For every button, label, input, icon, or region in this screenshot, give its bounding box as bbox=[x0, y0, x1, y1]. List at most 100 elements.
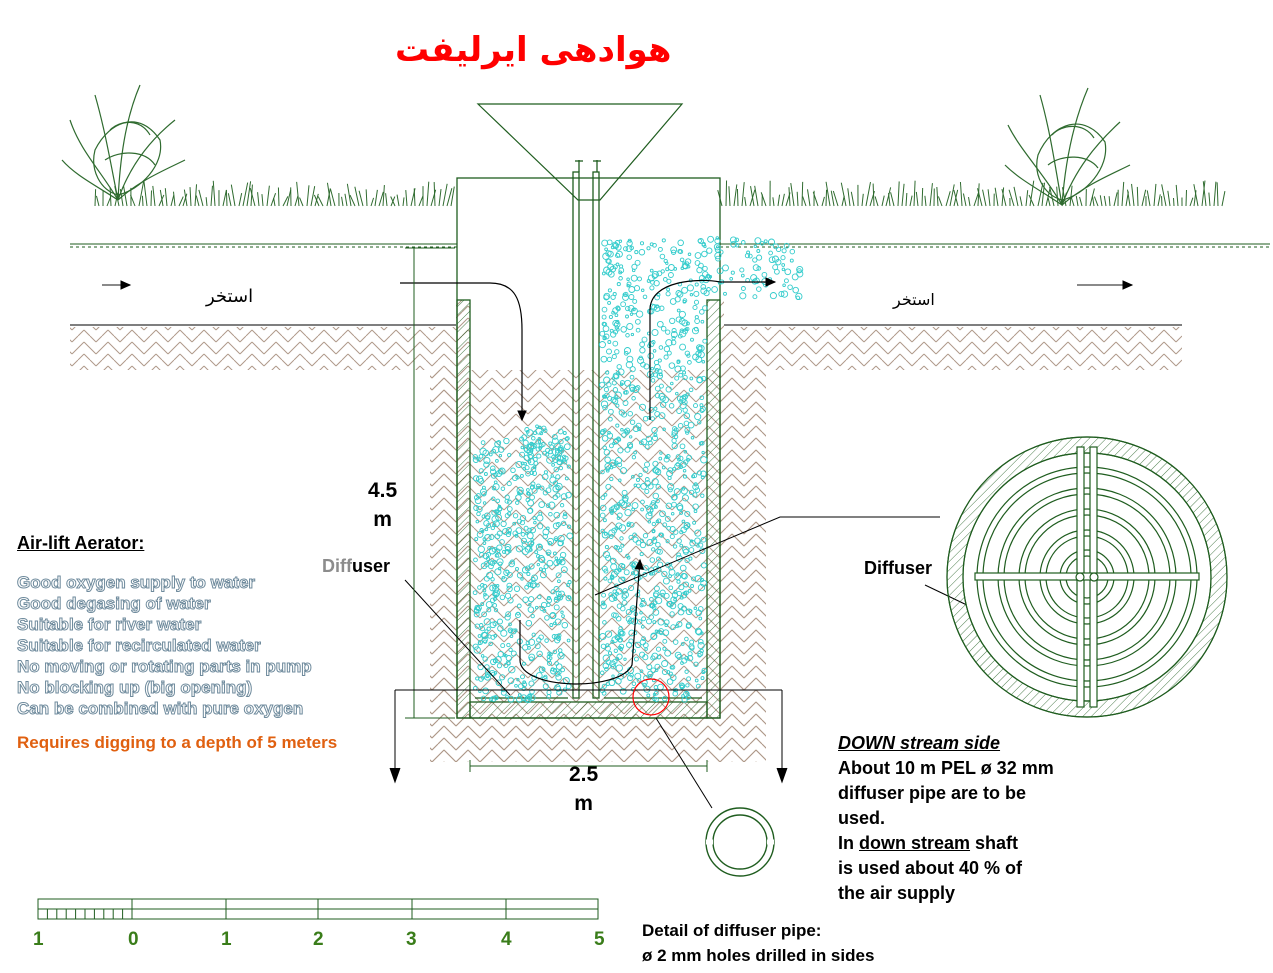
air-bubble bbox=[554, 442, 561, 450]
air-bubble bbox=[602, 404, 608, 411]
air-bubble bbox=[668, 565, 674, 571]
air-bubble bbox=[796, 268, 802, 274]
air-bubble bbox=[628, 534, 634, 541]
air-bubble bbox=[542, 490, 549, 496]
air-bubble bbox=[701, 375, 707, 382]
air-bubble bbox=[486, 626, 491, 631]
grass-blade bbox=[1157, 194, 1161, 207]
air-bubble bbox=[681, 486, 686, 491]
grass-blade bbox=[909, 195, 913, 207]
air-bubble bbox=[604, 666, 609, 672]
air-bubble bbox=[537, 555, 545, 563]
air-bubble bbox=[683, 459, 689, 465]
grass-blade bbox=[801, 181, 804, 207]
air-bubble bbox=[669, 317, 676, 325]
air-bubble bbox=[652, 349, 657, 353]
air-bubble bbox=[536, 562, 540, 567]
air-bubble bbox=[668, 362, 676, 369]
air-bubble bbox=[688, 387, 694, 393]
air-bubble bbox=[684, 655, 690, 661]
grass-blade bbox=[937, 196, 943, 207]
air-bubble bbox=[618, 409, 625, 416]
air-bubble bbox=[473, 475, 480, 482]
air-bubble bbox=[635, 310, 644, 318]
grass-blade bbox=[1001, 189, 1007, 207]
air-bubble bbox=[680, 642, 685, 646]
air-bubble bbox=[535, 543, 543, 551]
air-bubble bbox=[639, 639, 646, 646]
air-bubble bbox=[694, 529, 702, 537]
air-bubble bbox=[475, 519, 480, 524]
grass-blade bbox=[442, 183, 448, 207]
air-bubble bbox=[496, 530, 503, 537]
air-bubble bbox=[624, 390, 629, 395]
air-bubble bbox=[537, 436, 542, 441]
air-bubble bbox=[670, 664, 676, 670]
air-bubble bbox=[632, 386, 640, 393]
air-bubble bbox=[621, 432, 627, 438]
air-bubble bbox=[530, 613, 535, 619]
air-bubble bbox=[648, 614, 654, 620]
air-bubble bbox=[780, 255, 786, 261]
air-bubble bbox=[538, 567, 543, 571]
air-bubble bbox=[772, 264, 779, 271]
air-bubble bbox=[700, 456, 708, 464]
air-bubble bbox=[661, 465, 666, 470]
grass-blade bbox=[138, 181, 145, 207]
air-bubble bbox=[506, 511, 512, 516]
feature-item: Suitable for river water bbox=[16, 615, 202, 635]
air-bubble bbox=[477, 634, 482, 638]
air-bubble bbox=[656, 518, 662, 524]
grass-blade bbox=[977, 188, 983, 207]
air-bubble bbox=[664, 515, 671, 522]
grass-blade bbox=[374, 189, 378, 207]
air-bubble bbox=[714, 252, 722, 260]
air-bubble bbox=[654, 411, 661, 417]
air-bubble bbox=[557, 670, 562, 675]
air-bubble bbox=[644, 444, 650, 450]
air-bubble bbox=[631, 396, 636, 401]
air-bubble bbox=[639, 538, 644, 543]
air-bubble bbox=[700, 470, 707, 478]
air-bubble bbox=[739, 267, 745, 273]
air-bubble bbox=[493, 634, 498, 638]
grass-blade bbox=[365, 189, 368, 207]
air-bubble bbox=[478, 477, 485, 484]
air-bubble bbox=[490, 695, 497, 702]
grass-blade bbox=[1025, 190, 1029, 207]
air-bubble bbox=[507, 627, 514, 634]
air-bubble bbox=[700, 493, 705, 498]
air-bubble bbox=[602, 662, 610, 670]
air-bubble bbox=[545, 549, 552, 556]
air-bubble bbox=[494, 548, 501, 554]
air-bubble bbox=[604, 645, 611, 652]
shrub-right bbox=[1004, 87, 1131, 206]
air-bubble bbox=[642, 415, 649, 422]
air-bubble bbox=[562, 459, 568, 465]
grass-blade bbox=[1146, 190, 1151, 207]
air-bubble bbox=[642, 294, 648, 300]
air-bubble bbox=[496, 558, 504, 566]
grass-blade bbox=[173, 191, 176, 207]
air-bubble bbox=[512, 530, 519, 537]
air-bubble bbox=[676, 590, 682, 597]
air-bubble bbox=[633, 483, 638, 488]
air-bubble bbox=[530, 582, 537, 589]
air-bubble bbox=[553, 466, 560, 473]
air-bubble bbox=[653, 406, 658, 411]
air-bubble bbox=[676, 308, 681, 313]
air-bubble bbox=[627, 619, 632, 625]
air-bubble bbox=[621, 576, 626, 581]
air-bubble bbox=[617, 633, 622, 637]
air-bubble bbox=[639, 241, 645, 246]
air-bubble bbox=[487, 634, 492, 639]
air-bubble bbox=[543, 470, 548, 475]
air-bubble bbox=[679, 510, 684, 515]
air-bubble bbox=[548, 501, 556, 509]
grass-blade bbox=[949, 184, 955, 207]
grass-blade bbox=[796, 191, 799, 207]
air-bubble bbox=[701, 242, 706, 247]
air-bubble bbox=[668, 671, 673, 676]
air-bubble bbox=[616, 436, 621, 442]
air-bubble bbox=[482, 541, 487, 545]
